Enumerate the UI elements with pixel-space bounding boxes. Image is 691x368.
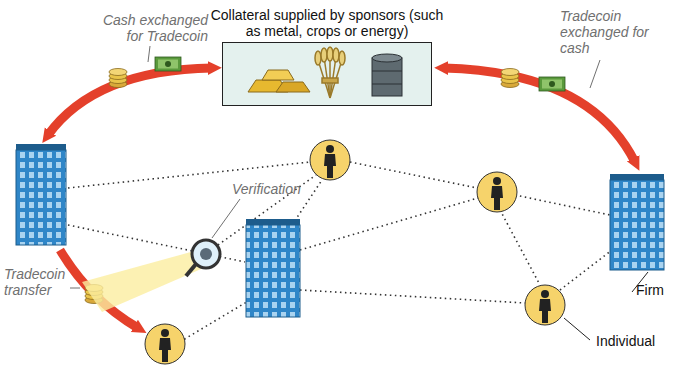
annotation-label: Tradecoin exchanged for cash bbox=[560, 8, 650, 56]
collateral-box-fill bbox=[222, 42, 432, 106]
verification-beam bbox=[82, 250, 208, 312]
exchange-arrows bbox=[48, 68, 635, 328]
firm-building bbox=[16, 144, 66, 245]
individual-figure bbox=[310, 140, 350, 180]
gold-bars bbox=[248, 70, 310, 92]
individual-figure bbox=[477, 172, 517, 212]
annotation-label: Verification bbox=[232, 181, 322, 197]
collateral-box: Collateral supplied by sponsors (such as… bbox=[222, 42, 432, 106]
box-heading: Collateral supplied by sponsors (such as… bbox=[207, 7, 447, 39]
key-label: Firm bbox=[636, 282, 686, 298]
cash-bill bbox=[539, 77, 565, 91]
magnifier bbox=[186, 240, 220, 276]
coin-stack bbox=[109, 69, 127, 88]
annotation-label: Tradecoin transfer bbox=[4, 266, 74, 298]
leader-lines bbox=[70, 46, 648, 340]
individual-figure bbox=[145, 324, 185, 364]
key-label: Individual bbox=[596, 333, 686, 349]
firm-building bbox=[610, 174, 664, 270]
oil-barrel bbox=[372, 54, 402, 96]
cash-bill bbox=[155, 57, 181, 71]
individual-figure bbox=[525, 285, 565, 325]
network-lines bbox=[68, 162, 612, 340]
firm-building bbox=[246, 219, 300, 317]
annotation-label: Cash exchanged for Tradecoin bbox=[88, 12, 208, 44]
coin-stack bbox=[501, 69, 519, 88]
wheat-sheaf bbox=[315, 47, 345, 98]
